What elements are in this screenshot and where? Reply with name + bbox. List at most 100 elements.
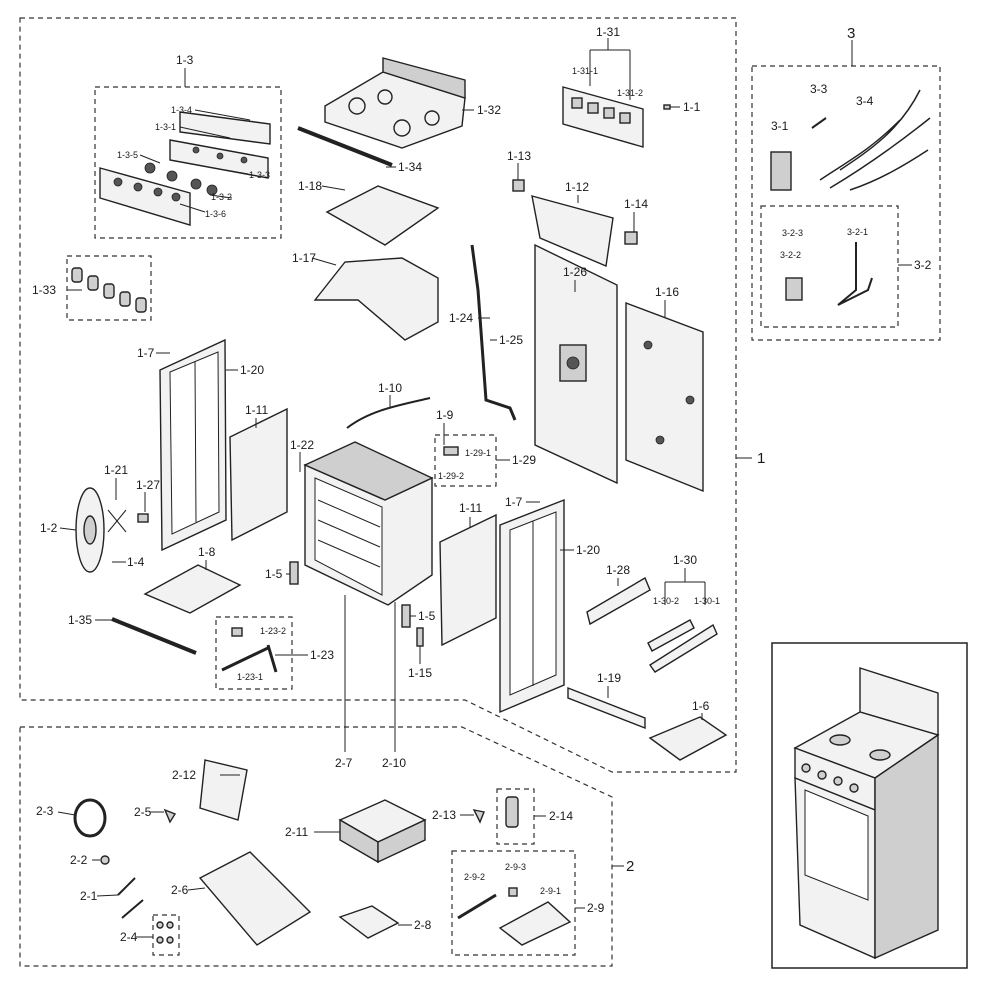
bottom-panel-1-8 — [143, 564, 242, 614]
label-3-2: 3-2 — [914, 258, 932, 272]
label-1-11-right: 1-11 — [459, 501, 482, 515]
label-1-11-left: 1-11 — [245, 403, 268, 417]
label-3-2-2: 3-2-2 — [780, 250, 801, 260]
label-2-9-3: 2-9-3 — [505, 862, 526, 872]
part-2-13 — [472, 809, 485, 824]
label-1-30-1: 1-30-1 — [694, 596, 720, 606]
tube-2-9-2 — [457, 893, 497, 920]
part-2-1 — [117, 877, 144, 919]
label-1-4: 1-4 — [127, 555, 145, 569]
group-1-boundary — [19, 17, 737, 773]
label-1-3-1: 1-3-1 — [155, 122, 176, 132]
label-1-30: 1-30 — [673, 553, 697, 567]
panel-2-6 — [198, 851, 312, 946]
wire-3-2-1 — [837, 242, 873, 306]
label-1-27: 1-27 — [136, 478, 160, 492]
hinge-1-5-right — [401, 604, 411, 628]
label-2-6: 2-6 — [171, 883, 189, 897]
assembled-range-illustration — [793, 667, 940, 960]
label-1-24: 1-24 — [449, 311, 473, 325]
label-2-12: 2-12 — [172, 768, 196, 782]
panel-1-6 — [648, 716, 728, 761]
label-1-3-2: 1-3-2 — [211, 192, 232, 202]
label-1-14: 1-14 — [624, 197, 648, 211]
label-1-3-5: 1-3-5 — [117, 150, 138, 160]
subgroup-2-4-boundary — [152, 914, 180, 956]
label-1-3-6: 1-3-6 — [205, 209, 226, 219]
back-cover-part — [625, 301, 704, 493]
label-group-2: 2 — [626, 858, 634, 875]
label-3-3: 3-3 — [810, 82, 828, 96]
label-1-35: 1-35 — [68, 613, 92, 627]
label-1-12: 1-12 — [565, 180, 589, 194]
label-1-32: 1-32 — [477, 103, 501, 117]
part-1-15 — [416, 627, 424, 647]
label-3-1: 3-1 — [771, 119, 789, 133]
label-2-7: 2-7 — [335, 756, 353, 770]
screw-1-1 — [663, 104, 671, 110]
flue-duct-part — [313, 257, 439, 341]
plate-2-8 — [338, 905, 400, 939]
subgroup-1-3-boundary — [94, 86, 282, 239]
oven-door-left-part — [159, 338, 227, 552]
label-2-8: 2-8 — [414, 918, 432, 932]
label-1-3-3: 1-3-3 — [249, 170, 270, 180]
bracket-1-13 — [512, 179, 525, 192]
label-1-17: 1-17 — [292, 251, 316, 265]
part-2-9-3 — [508, 887, 518, 897]
bottom-trim-1-35 — [111, 617, 197, 655]
label-1-5-right: 1-5 — [418, 609, 436, 623]
label-2-14: 2-14 — [549, 809, 573, 823]
label-1-20-right: 1-20 — [576, 543, 600, 557]
part-2-12 — [199, 759, 248, 821]
burner-2-9-1 — [498, 901, 572, 946]
assembled-range-inset-frame — [771, 642, 968, 969]
label-1-7-left: 1-7 — [137, 346, 155, 360]
rear-panel-part — [534, 243, 618, 485]
label-1-19: 1-19 — [597, 671, 621, 685]
label-group-1: 1 — [757, 450, 765, 467]
knob-set-part — [71, 267, 147, 313]
subgroup-1-33-boundary — [66, 255, 152, 321]
label-1-8: 1-8 — [198, 545, 216, 559]
sensor-1-29 — [443, 446, 459, 456]
label-2-2: 2-2 — [70, 853, 88, 867]
label-1-31-1: 1-31-1 — [572, 66, 598, 76]
label-1-1: 1-1 — [683, 100, 701, 114]
door-liner-right-part — [439, 513, 497, 647]
label-1-23: 1-23 — [310, 648, 334, 662]
label-1-30-2: 1-30-2 — [653, 596, 679, 606]
label-1-15: 1-15 — [408, 666, 432, 680]
label-1-29-2: 1-29-2 — [438, 471, 464, 481]
label-2-10: 2-10 — [382, 756, 406, 770]
label-1-34: 1-34 — [398, 160, 422, 174]
label-1-13: 1-13 — [507, 149, 531, 163]
label-3-2-1: 3-2-1 — [847, 227, 868, 237]
door-liner-left-part — [229, 407, 288, 542]
label-1-23-1: 1-23-1 — [237, 672, 263, 682]
back-bracket-part — [531, 195, 614, 267]
part-1-27 — [137, 513, 149, 523]
label-2-5: 2-5 — [134, 805, 152, 819]
label-1-5-left: 1-5 — [265, 567, 283, 581]
valve-2-14 — [505, 796, 519, 828]
label-1-20-left: 1-20 — [240, 363, 264, 377]
oven-cavity-part — [303, 441, 434, 606]
drawer-rail-1-28 — [586, 576, 651, 626]
subgroup-1-23-boundary — [215, 616, 293, 690]
label-1-7-right: 1-7 — [505, 495, 523, 509]
control-panel-part — [99, 111, 271, 226]
label-1-29-1: 1-29-1 — [465, 448, 491, 458]
cooktop-trim-bar — [297, 126, 393, 167]
label-2-9-2: 2-9-2 — [464, 872, 485, 882]
label-1-29: 1-29 — [512, 453, 536, 467]
cooktop-part — [324, 57, 466, 149]
label-1-25: 1-25 — [499, 333, 523, 347]
rail-1-19 — [567, 686, 646, 730]
label-1-21: 1-21 — [104, 463, 128, 477]
leader-lines — [57, 38, 912, 938]
drawer-2-11 — [338, 799, 427, 864]
label-1-33: 1-33 — [32, 283, 56, 297]
label-1-23-2: 1-23-2 — [260, 626, 286, 636]
